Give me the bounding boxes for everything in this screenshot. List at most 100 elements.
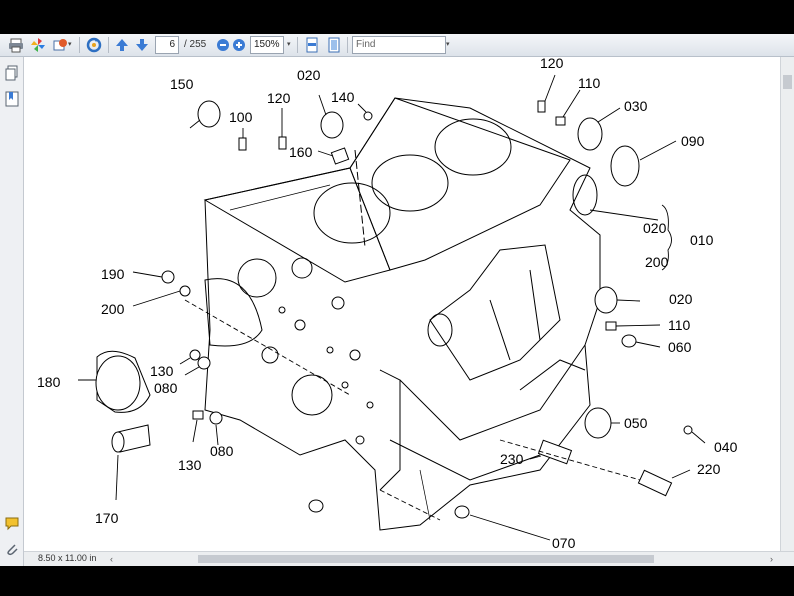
label-180: 180 xyxy=(37,374,61,390)
page-total-label: / 255 xyxy=(184,39,207,50)
label-120-right: 120 xyxy=(540,57,564,71)
horizontal-scroll-thumb[interactable] xyxy=(198,555,654,563)
page-size-label: 8.50 x 11.00 in xyxy=(38,553,97,563)
comments-panel-button[interactable] xyxy=(4,515,20,531)
document-page: 150 100 120 020 140 160 120 110 030 090 … xyxy=(24,57,780,551)
bushing-130 xyxy=(189,349,201,361)
label-200-range: 200 xyxy=(645,254,669,270)
label-020-top: 020 xyxy=(297,67,321,83)
pages-icon xyxy=(5,65,18,81)
label-170: 170 xyxy=(95,510,119,526)
nut-190 xyxy=(161,270,175,284)
bookmark-icon xyxy=(5,91,19,107)
label-020-range: 020 xyxy=(643,220,667,236)
engine-block-exploded-diagram: 150 100 120 020 140 160 120 110 030 090 … xyxy=(37,57,738,551)
zoom-level-input[interactable]: 150% xyxy=(250,36,284,54)
sync-icon xyxy=(86,37,102,53)
cylinder-bore-1 xyxy=(313,182,391,244)
scroll-left-icon[interactable]: ‹ xyxy=(110,554,113,564)
label-130-upper: 130 xyxy=(150,363,174,379)
zoom-out-button[interactable] xyxy=(214,36,232,54)
toolbar: ▾ 6 / 255 150% ▾ Find ▾ xyxy=(0,34,794,57)
pinwheel-icon xyxy=(31,38,45,52)
zoom-dropdown-arrow[interactable]: ▾ xyxy=(287,41,291,48)
label-100: 100 xyxy=(229,109,253,125)
attachments-panel-button[interactable] xyxy=(4,541,20,557)
label-030: 030 xyxy=(624,98,648,114)
find-input[interactable]: Find xyxy=(352,36,446,54)
zoom-in-button[interactable] xyxy=(230,36,248,54)
scroll-right-icon[interactable]: › xyxy=(770,554,773,564)
share-button[interactable] xyxy=(51,36,69,54)
navigation-sidebar xyxy=(0,57,24,566)
plug-020-top xyxy=(320,111,344,139)
cylinder-bore-3 xyxy=(434,118,512,176)
tools-button[interactable] xyxy=(29,36,47,54)
page-number-input[interactable]: 6 xyxy=(155,36,179,54)
label-080-upper: 080 xyxy=(154,380,178,396)
label-110-right: 110 xyxy=(668,317,691,333)
plug-030 xyxy=(577,117,603,151)
bookmarks-panel-button[interactable] xyxy=(4,91,20,107)
plug-150 xyxy=(197,100,221,128)
share-icon xyxy=(53,39,67,51)
zoom-in-icon xyxy=(233,39,245,51)
vertical-scrollbar[interactable] xyxy=(780,57,794,551)
zoom-out-icon xyxy=(217,39,229,51)
paperclip-icon xyxy=(7,544,18,556)
label-160: 160 xyxy=(289,144,313,160)
print-button[interactable] xyxy=(7,36,25,54)
label-050: 050 xyxy=(624,415,648,431)
bolt-160 xyxy=(330,147,350,165)
top-black-border xyxy=(0,0,794,34)
next-page-button[interactable] xyxy=(133,36,151,54)
sync-button[interactable] xyxy=(85,36,103,54)
label-110-top: 110 xyxy=(578,75,601,91)
bottom-black-border xyxy=(0,566,794,596)
plug-070 xyxy=(454,505,470,519)
fit-page-icon xyxy=(328,37,340,53)
bushing-080 xyxy=(197,356,211,370)
label-190: 190 xyxy=(101,266,125,282)
plug-060 xyxy=(621,334,637,348)
vertical-scroll-thumb[interactable] xyxy=(783,75,792,89)
previous-page-button[interactable] xyxy=(113,36,131,54)
label-230: 230 xyxy=(500,451,524,467)
sensor-230 xyxy=(537,439,573,465)
printer-icon xyxy=(9,38,23,53)
pin-120-left xyxy=(278,136,287,150)
pin-120-right xyxy=(537,100,546,113)
label-220: 220 xyxy=(697,461,721,477)
fit-page-button[interactable] xyxy=(325,36,343,54)
plug-090 xyxy=(610,145,640,187)
cylinder-bore-2 xyxy=(371,154,449,212)
plug-bottom xyxy=(308,499,324,513)
label-080-lower: 080 xyxy=(210,443,234,459)
label-010: 010 xyxy=(690,232,714,248)
share-dropdown-arrow[interactable]: ▾ xyxy=(68,41,72,48)
label-140: 140 xyxy=(331,89,355,105)
comment-icon xyxy=(5,517,19,531)
label-040: 040 xyxy=(714,439,738,455)
washer-200 xyxy=(179,285,191,297)
pin-100 xyxy=(238,137,247,151)
cap-040 xyxy=(683,425,693,435)
fitting-220 xyxy=(637,469,673,497)
horizontal-scrollbar[interactable]: ‹ › xyxy=(110,552,780,566)
label-200: 200 xyxy=(101,301,125,317)
find-dropdown-arrow[interactable]: ▾ xyxy=(446,41,450,48)
label-090: 090 xyxy=(681,133,705,149)
plug-140 xyxy=(363,111,373,121)
plug-050 xyxy=(584,407,612,439)
label-070: 070 xyxy=(552,535,576,551)
status-bar: 8.50 x 11.00 in ‹ › xyxy=(24,551,794,566)
pin-130 xyxy=(192,410,204,420)
fit-width-button[interactable] xyxy=(303,36,321,54)
arrow-up-icon xyxy=(116,39,128,51)
pages-panel-button[interactable] xyxy=(4,65,20,81)
label-060: 060 xyxy=(668,339,692,355)
plug-020-right xyxy=(594,286,618,314)
arrow-down-icon xyxy=(136,39,148,51)
pin-110-top xyxy=(555,116,566,126)
